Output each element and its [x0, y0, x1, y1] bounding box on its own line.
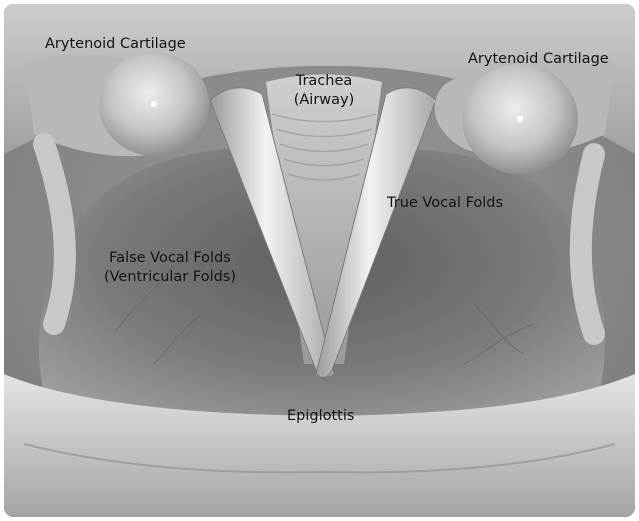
label-false-vocal-folds-line1: False Vocal Folds	[90, 249, 250, 268]
label-arytenoid-cartilage-left: Arytenoid Cartilage	[45, 35, 186, 54]
label-trachea: Trachea (Airway)	[278, 72, 370, 110]
label-arytenoid-cartilage-right: Arytenoid Cartilage	[468, 50, 609, 69]
label-epiglottis: Epiglottis	[287, 407, 354, 426]
label-false-vocal-folds: False Vocal Folds (Ventricular Folds)	[90, 249, 250, 287]
diagram-frame: Arytenoid Cartilage Arytenoid Cartilage …	[4, 4, 635, 517]
label-false-vocal-folds-line2: (Ventricular Folds)	[90, 268, 250, 287]
label-true-vocal-folds: True Vocal Folds	[387, 194, 503, 213]
label-trachea-line2: (Airway)	[278, 91, 370, 110]
label-trachea-line1: Trachea	[278, 72, 370, 91]
